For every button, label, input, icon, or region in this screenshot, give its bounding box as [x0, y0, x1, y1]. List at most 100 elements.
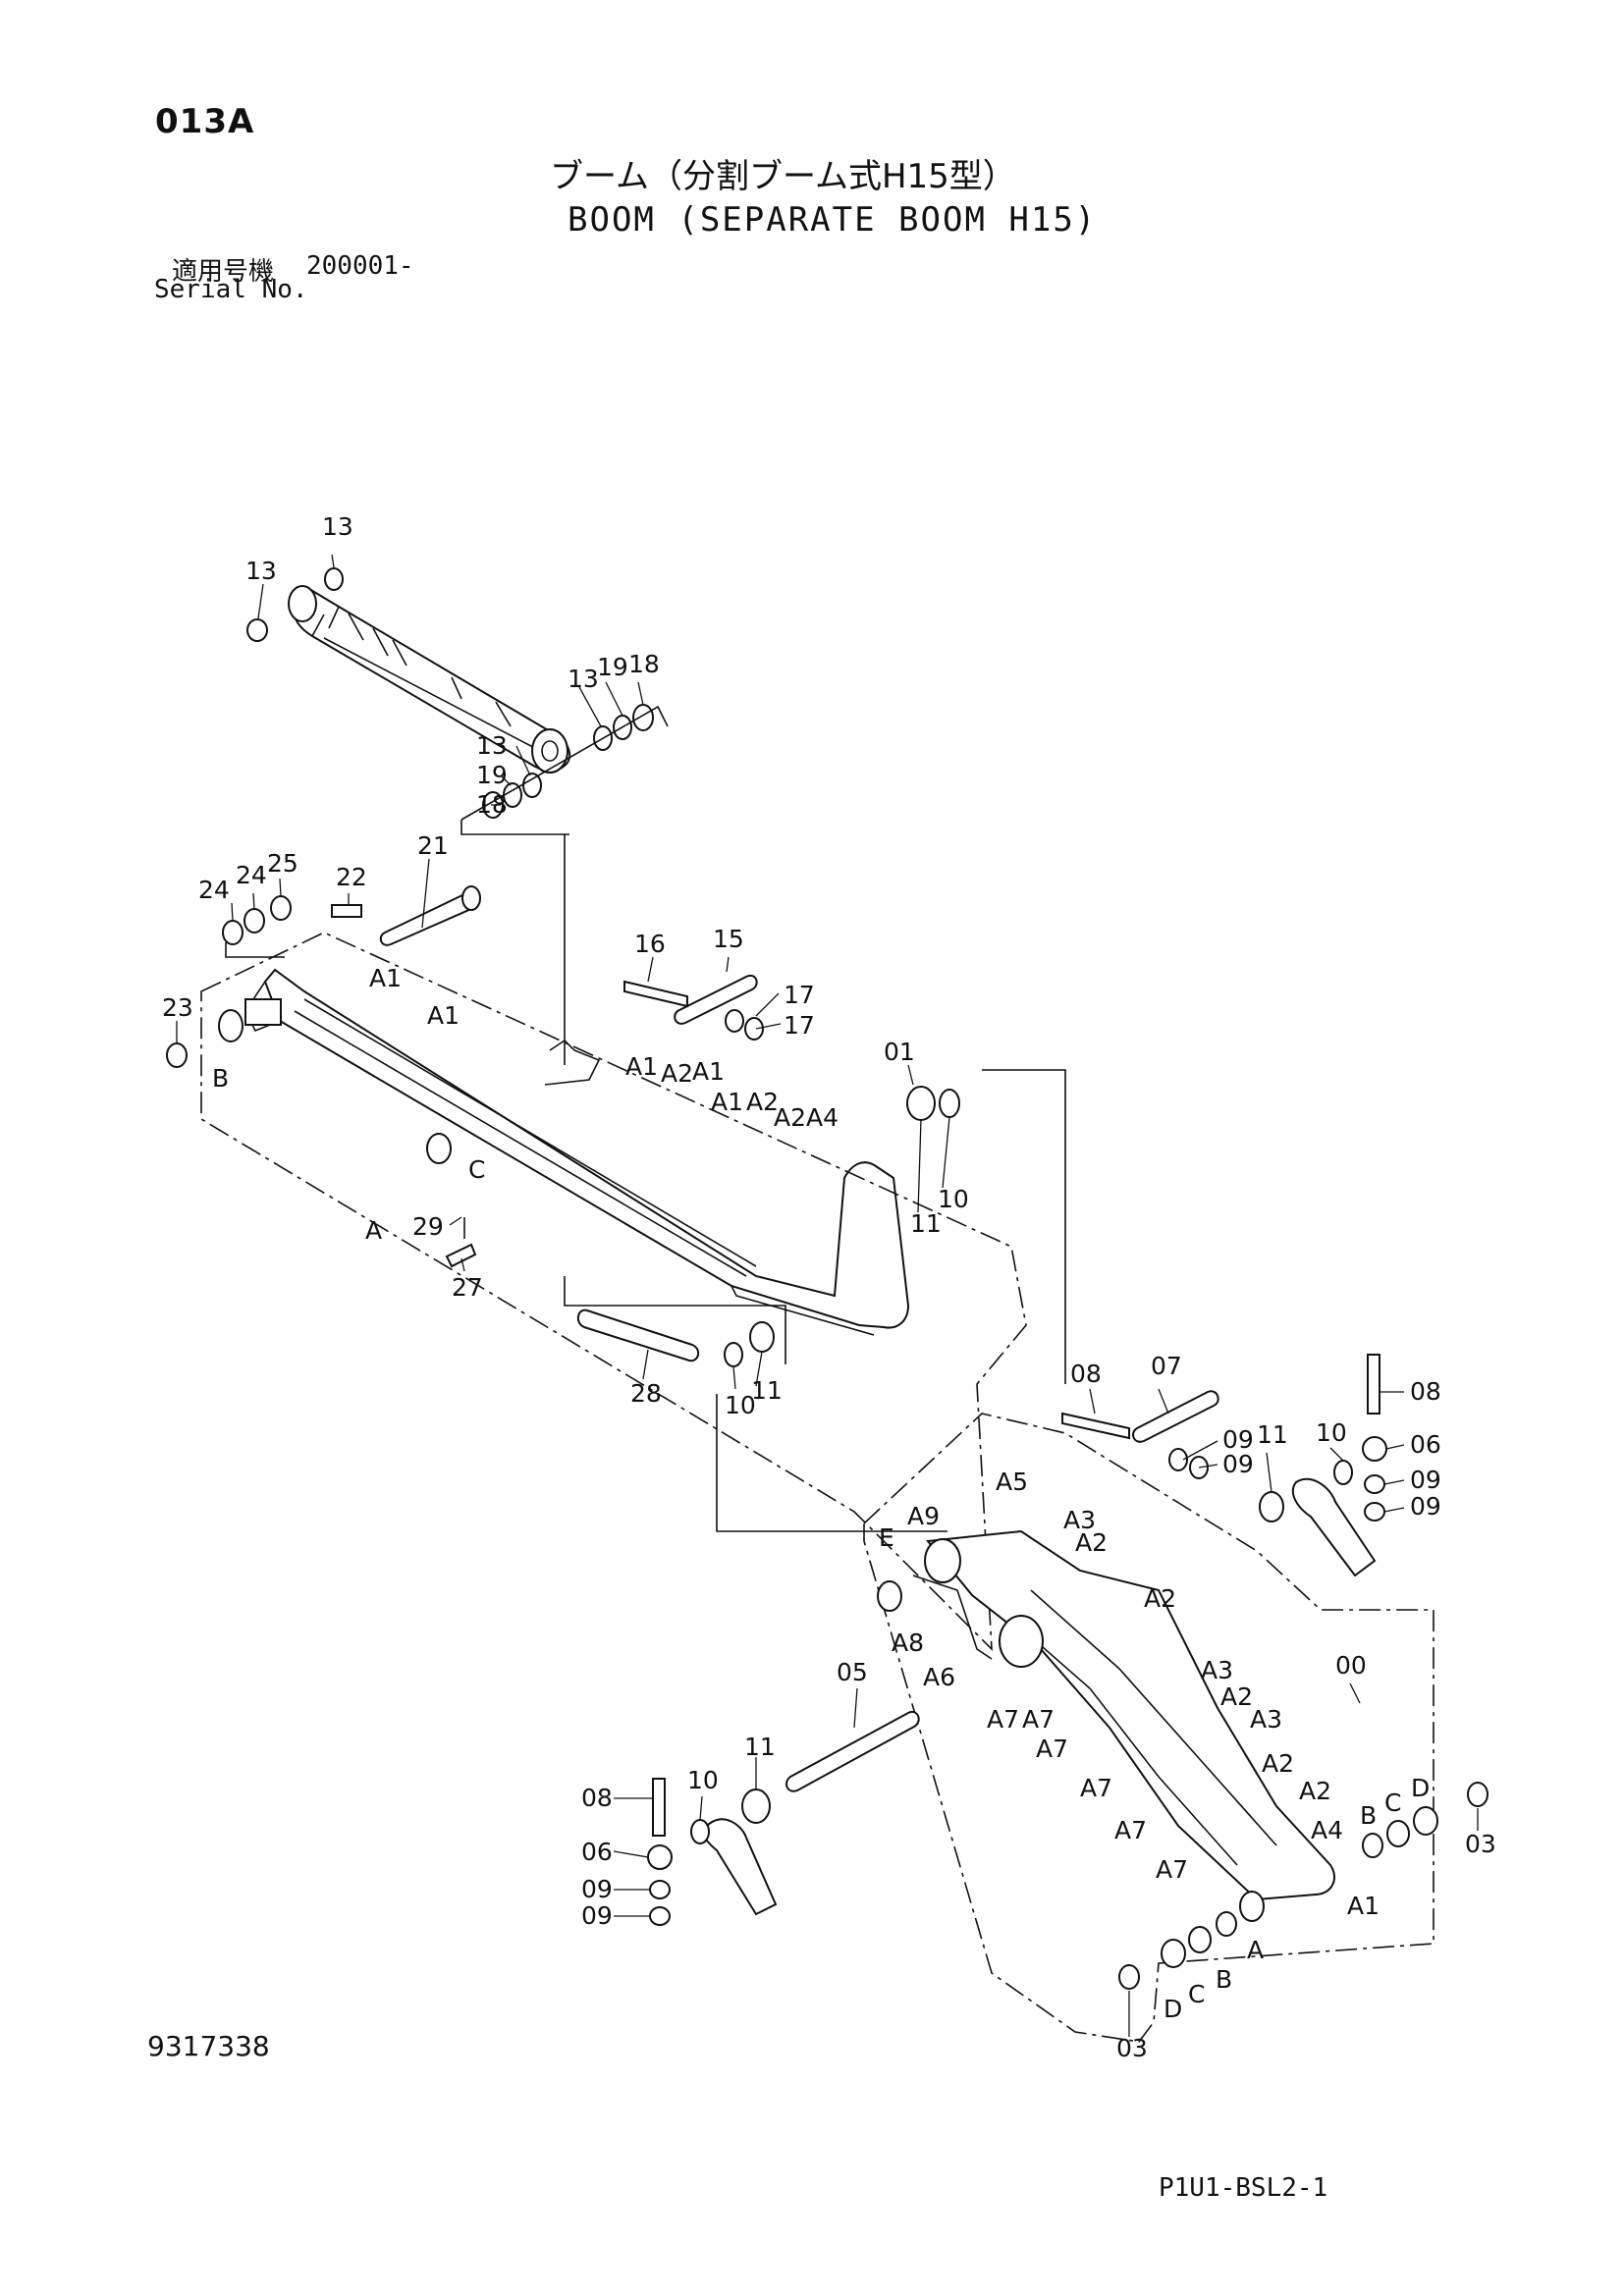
pin-07: [1132, 1390, 1219, 1443]
weld-a2: A2: [1144, 1584, 1176, 1613]
cylinder-28: [576, 1308, 700, 1362]
callout-13: 13: [322, 512, 353, 541]
callout-10: 10: [938, 1185, 969, 1213]
washer-13-top: [324, 567, 344, 591]
weld-a2: A2: [661, 1059, 693, 1088]
weld-a1: A1: [711, 1088, 743, 1116]
callout-09: 09: [581, 1901, 613, 1930]
lower-boom-00: [912, 1529, 1335, 1922]
boom-cylinder: [288, 585, 571, 774]
weld-a8: A8: [892, 1629, 924, 1657]
letter-markers: A B C A1 A1 A1 A2 A1 A1 A2 A2 A4 A5 A9 A…: [212, 964, 1430, 2023]
letter-a: A: [1247, 1936, 1264, 1964]
callout-numbers: 13 13 13 19 18 13 19 18 21 22 24 24 25 2…: [162, 512, 1496, 2062]
callout-10: 10: [687, 1766, 719, 1794]
weld-a1: A1: [427, 1001, 460, 1030]
weld-a2: A2: [1262, 1749, 1294, 1778]
callout-08: 08: [1410, 1377, 1441, 1406]
callout-11: 11: [910, 1209, 942, 1238]
pin-22: [331, 904, 362, 918]
serial-label-jp: 適用号機: [172, 257, 275, 287]
weld-a3: A3: [1201, 1656, 1233, 1684]
bolt-16: [623, 980, 688, 1008]
callout-09: 09: [1222, 1450, 1254, 1478]
document-number: 9317338: [147, 2030, 270, 2062]
weld-a2: A2: [1075, 1528, 1108, 1557]
weld-a2: A2: [746, 1088, 779, 1116]
callout-19: 19: [597, 653, 628, 681]
callout-06: 06: [1410, 1430, 1441, 1459]
callout-11: 11: [1257, 1420, 1288, 1449]
letter-c: C: [1384, 1789, 1401, 1817]
pin-05: [785, 1710, 920, 1792]
callout-13: 13: [476, 731, 508, 760]
callout-17: 17: [784, 981, 815, 1009]
serial-value: 200001-: [306, 251, 414, 281]
weld-a9: A9: [907, 1502, 940, 1530]
callout-10: 10: [1316, 1418, 1347, 1447]
page-code: 013A: [155, 102, 255, 141]
weld-a2: A2: [1220, 1682, 1253, 1711]
callout-28: 28: [630, 1379, 662, 1408]
letter-d: D: [1164, 1995, 1182, 2023]
callout-13: 13: [245, 557, 277, 585]
weld-a7: A7: [1036, 1735, 1068, 1763]
weld-a7: A7: [1114, 1816, 1147, 1844]
weld-a1: A1: [625, 1052, 658, 1081]
letter-b: B: [1216, 1965, 1232, 1994]
pin-27: [445, 1243, 477, 1268]
weld-a3: A3: [1250, 1705, 1282, 1734]
leader-lines: [176, 554, 1479, 2037]
reference-code: P1U1-BSL2-1: [1159, 2173, 1328, 2203]
callout-06: 06: [581, 1838, 613, 1866]
serial-label-en: Serial No.: [154, 275, 308, 304]
bolt-08: [1061, 1412, 1130, 1440]
callout-11: 11: [751, 1376, 783, 1405]
callout-10: 10: [725, 1391, 756, 1419]
weld-a2: A2: [774, 1103, 806, 1132]
weld-a4: A4: [806, 1103, 839, 1132]
letter-c: C: [468, 1155, 485, 1184]
diagram-title-en: BOOM (SEPARATE BOOM H15): [568, 200, 1098, 240]
callout-29: 29: [412, 1212, 444, 1241]
letter-b: B: [212, 1064, 229, 1093]
weld-a6: A6: [923, 1663, 955, 1691]
callout-22: 22: [336, 863, 367, 891]
callout-09: 09: [1410, 1466, 1441, 1494]
weld-a4: A4: [1311, 1816, 1343, 1844]
weld-a2: A2: [1299, 1777, 1331, 1805]
callout-09: 09: [1222, 1425, 1254, 1454]
bolt-08-right: [1367, 1354, 1380, 1415]
letter-a: A: [365, 1216, 382, 1245]
callout-25: 25: [267, 849, 298, 878]
weld-a1: A1: [369, 964, 402, 992]
callout-09: 09: [1410, 1492, 1441, 1521]
callout-19: 19: [476, 761, 508, 789]
callout-16: 16: [634, 930, 666, 958]
weld-a1: A1: [1347, 1892, 1380, 1920]
callout-09: 09: [581, 1875, 613, 1903]
pin-15: [674, 974, 758, 1025]
callout-08: 08: [1070, 1360, 1102, 1388]
weld-a1: A1: [692, 1057, 725, 1086]
callout-13: 13: [568, 665, 599, 693]
diagram-title-jp: ブーム（分割ブーム式H15型）: [550, 157, 1016, 196]
callout-08: 08: [581, 1784, 613, 1812]
callout-01: 01: [884, 1038, 915, 1066]
weld-a7: A7: [1022, 1705, 1055, 1734]
callout-18: 18: [476, 790, 508, 819]
weld-a7: A7: [1156, 1855, 1188, 1884]
letter-b: B: [1360, 1801, 1377, 1830]
callout-03: 03: [1116, 2034, 1148, 2062]
callout-27: 27: [452, 1273, 483, 1302]
callout-17: 17: [784, 1011, 815, 1040]
callout-07: 07: [1151, 1352, 1182, 1380]
callout-15: 15: [713, 925, 744, 953]
callout-00: 00: [1335, 1651, 1367, 1680]
callout-21: 21: [417, 831, 449, 860]
callout-03: 03: [1465, 1830, 1496, 1858]
callout-11: 11: [744, 1733, 776, 1761]
callout-24: 24: [198, 876, 230, 904]
callout-18: 18: [628, 650, 660, 678]
